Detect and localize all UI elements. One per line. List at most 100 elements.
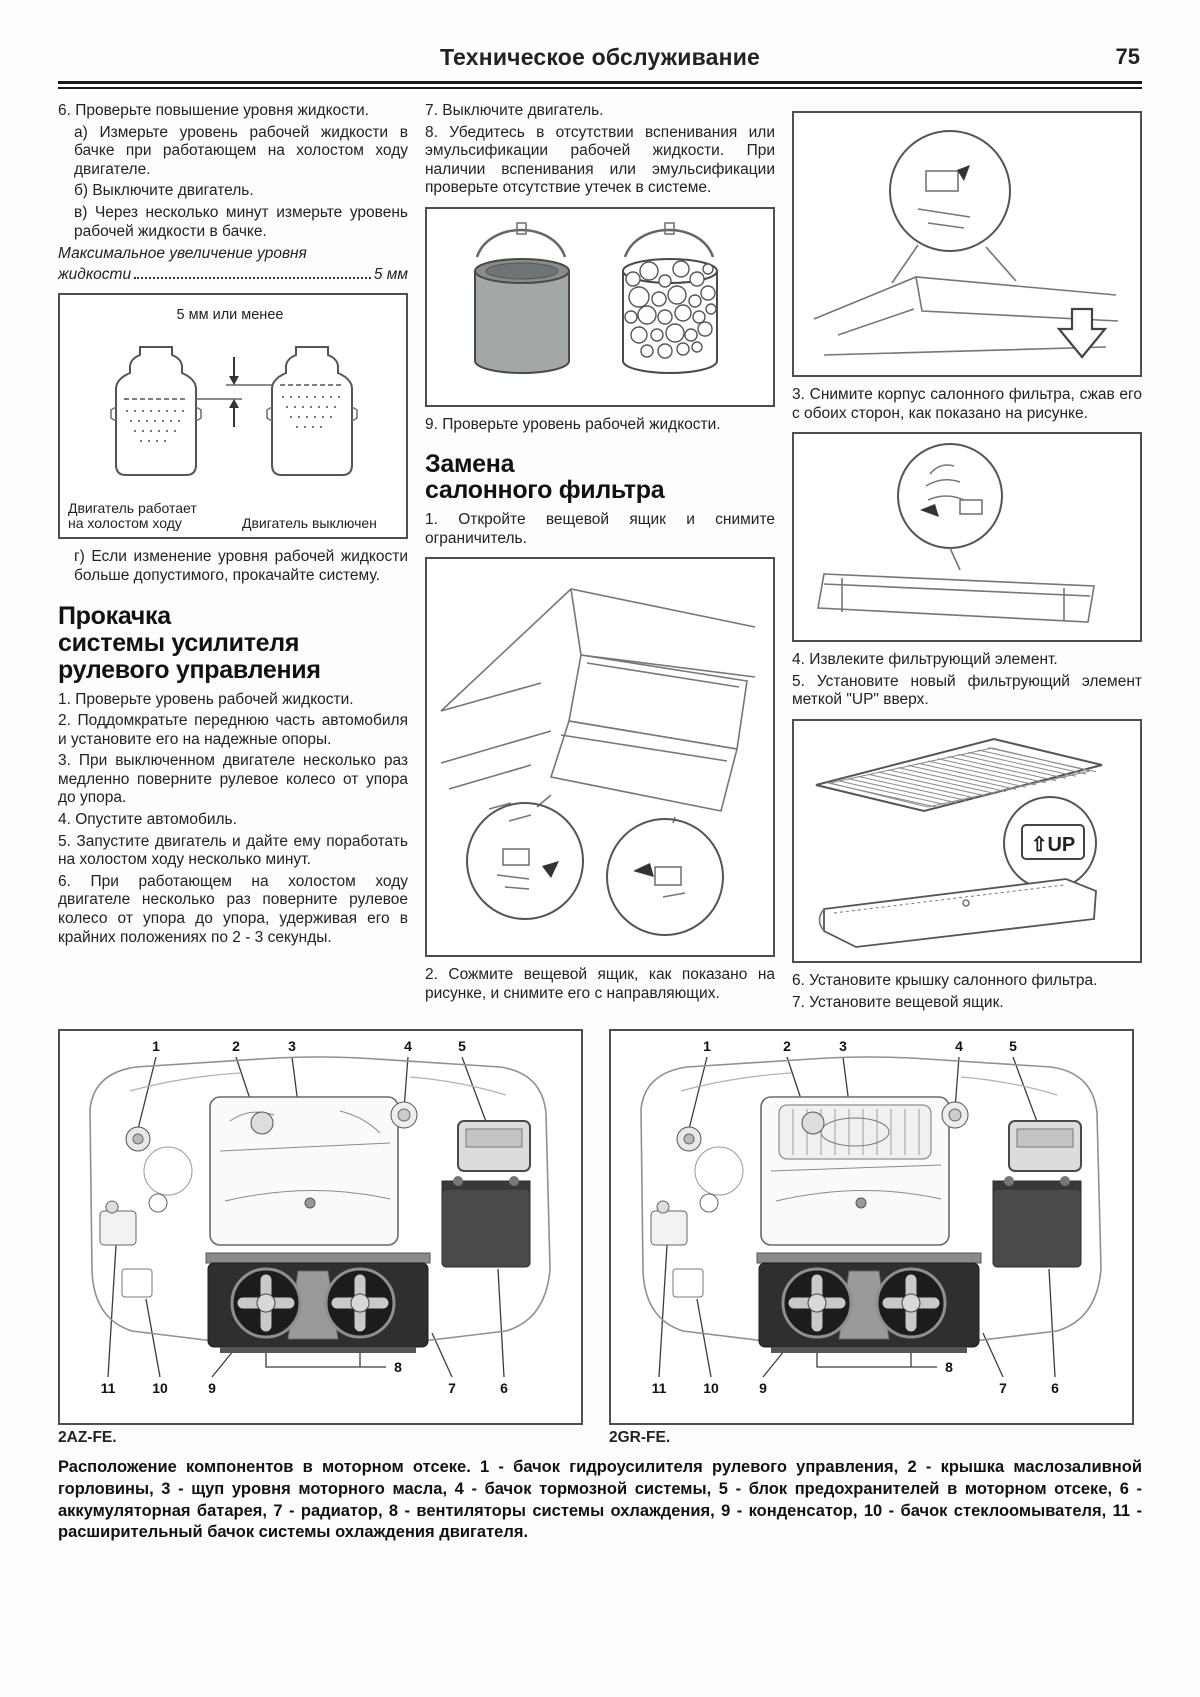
battery-icon: [992, 1176, 1082, 1268]
engine-bay-illustration-2gr: 1 2 3 4 5 11 10 9 8 7 6: [640, 1038, 1102, 1396]
engine-diagram-2az: 1 2 3 4 5 11 10 9 8 7 6 2AZ-FE.: [58, 1029, 583, 1447]
engine-bay-illustration-2az: 1 2 3 4 5 11 10 9 8 7 6: [89, 1038, 551, 1396]
pinch-point-inset-icon: [606, 818, 724, 937]
foam-check-figure: [425, 206, 775, 407]
down-arrow-icon: [1056, 307, 1108, 359]
filter-element-illustration: ⇧UP: [815, 737, 1103, 948]
step-text: 4. Извлеките фильтрующий элемент.: [792, 651, 1058, 669]
glovebox-illustration: [440, 588, 756, 937]
step-text: а) Измерьте уровень рабочей жидкости в б…: [74, 123, 408, 178]
callout-number: 8: [394, 1359, 402, 1375]
callout-number: 11: [652, 1380, 667, 1396]
step-text: 3. При выключенном двигателе несколько р…: [58, 752, 408, 807]
callout-number: 3: [839, 1038, 847, 1054]
reservoir-jar-icon: [266, 346, 358, 477]
filter-cover-illustration: [813, 130, 1119, 359]
callout-number: 4: [404, 1038, 412, 1054]
callout-number: 2: [783, 1038, 791, 1054]
dipstick-icon: [304, 1197, 316, 1209]
spec-line: Максимальное увеличение уровня жидкости …: [58, 245, 408, 283]
callout-number: 5: [458, 1038, 466, 1054]
housing-squeeze-illustration: [817, 443, 1095, 624]
section-heading-bleeding: Прокачка системы усилителя рулевого упра…: [58, 602, 321, 684]
callout-number: 7: [448, 1380, 456, 1396]
callout-number: 9: [759, 1380, 767, 1396]
fluid-containers-illustration: [474, 222, 718, 374]
page-header: Техническое обслуживание 75: [58, 44, 1142, 76]
brake-reservoir-icon: [941, 1101, 969, 1129]
washer-tank-icon: [121, 1268, 153, 1298]
callout-number: 4: [955, 1038, 963, 1054]
step-text: 4. Опустите автомобиль.: [58, 811, 237, 829]
fuse-box-icon: [1008, 1120, 1082, 1173]
callout-number: 2: [232, 1038, 240, 1054]
step-text: 5. Запустите двигатель и дайте ему пораб…: [58, 832, 408, 869]
battery-icon: [441, 1176, 531, 1268]
callout-number: 7: [999, 1380, 1007, 1396]
step-text: г) Если изменение уровня рабочей жидкост…: [74, 548, 408, 584]
header-rule: [58, 81, 1142, 89]
page-title: Техническое обслуживание: [439, 44, 761, 70]
filter-element-figure: ⇧UP: [792, 718, 1142, 963]
oil-filler-cap-icon: [801, 1111, 825, 1135]
engine-block-icon: [209, 1096, 399, 1246]
up-arrow-icon: ⇧: [1031, 834, 1048, 856]
section-heading-cabin-filter: Замена салонного фильтра: [425, 449, 665, 505]
figure-step-text: 3. Снимите корпус салонного фильтра, сжа…: [792, 386, 1142, 422]
fuse-box-icon: [457, 1120, 531, 1173]
callout-number: 6: [1051, 1380, 1059, 1396]
dot-leader: [134, 264, 371, 279]
engine-diagram-2gr: 1 2 3 4 5 11 10 9 8 7 6 2GR-FE.: [609, 1029, 1134, 1447]
expansion-tank-icon: [650, 1210, 688, 1246]
glovebox-removal-figure: [425, 557, 775, 958]
engine-block-icon: [760, 1096, 950, 1246]
step-text: 2. Поддомкратьте переднюю часть автомоби…: [58, 712, 408, 748]
reservoir-jar-icon: [110, 346, 202, 477]
manual-page: Техническое обслуживание 75 6. Проверьте…: [58, 44, 1142, 1541]
intake-plenum-icon: [778, 1104, 932, 1160]
engine-code-label: 2AZ-FE.: [58, 1429, 117, 1447]
figure-label: 5 мм или менее: [177, 307, 284, 323]
level-difference-arrow-icon: [196, 357, 272, 428]
up-mark-inset-icon: ⇧UP: [1003, 795, 1097, 890]
step-text: в) Через несколько минут измерьте уровен…: [74, 203, 408, 240]
step-text: 9. Проверьте уровень рабочей жидкости.: [425, 415, 721, 433]
cooling-fan-icon: [230, 1267, 302, 1339]
callout-number: 5: [1009, 1038, 1017, 1054]
filter-cover-clip-figure: [792, 111, 1142, 377]
callout-number: 1: [152, 1038, 160, 1054]
figure-step-text: 2. Сожмите вещевой ящик, как показано на…: [425, 966, 775, 1002]
callout-number: 11: [101, 1380, 116, 1396]
power-steering-reservoir-icon: [125, 1126, 151, 1152]
callout-number: 6: [500, 1380, 508, 1396]
page-number: 75: [1115, 44, 1140, 69]
step-text: 6. Проверьте повышение уровня жидкости.: [58, 102, 369, 119]
callout-number: 1: [703, 1038, 711, 1054]
column-right: 3. Снимите корпус салонного фильтра, сжа…: [792, 102, 1142, 1015]
step-text: 8. Убедитесь в отсутствии вспенивания ил…: [425, 123, 775, 197]
reservoir-level-illustration: 5 мм или менее: [110, 307, 358, 477]
callout-number: 3: [288, 1038, 296, 1054]
normal-fluid-container-icon: [474, 222, 570, 374]
step-text: 7. Выключите двигатель.: [425, 102, 604, 119]
step-text: 1. Откройте вещевой ящик и снимите огран…: [425, 511, 775, 547]
figure-caption: Двигатель работает на холостом ходу: [68, 499, 197, 532]
filter-housing-squeeze-figure: [792, 432, 1142, 643]
hand-inset-icon: [897, 443, 1003, 550]
callout-number: 8: [945, 1359, 953, 1375]
power-steering-reservoir-icon: [676, 1126, 702, 1152]
filter-housing-icon: [818, 878, 1097, 948]
pinch-point-inset-icon: [466, 802, 584, 921]
callout-number: 10: [703, 1380, 719, 1396]
foamed-fluid-container-icon: [622, 222, 718, 374]
brake-reservoir-icon: [390, 1101, 418, 1129]
bubbles: [624, 260, 717, 359]
column-left: 6. Проверьте повышение уровня жидкости. …: [58, 102, 408, 1015]
callout-number: 9: [208, 1380, 216, 1396]
washer-tank-icon: [672, 1268, 704, 1298]
step-text: 6. Установите крышку салонного фильтра.: [792, 971, 1098, 989]
step-text: 7. Установите вещевой ящик.: [792, 993, 1004, 1011]
expansion-tank-icon: [99, 1210, 137, 1246]
step-text: 1. Проверьте уровень рабочей жидкости.: [58, 690, 354, 708]
cooling-fan-icon: [875, 1267, 947, 1339]
